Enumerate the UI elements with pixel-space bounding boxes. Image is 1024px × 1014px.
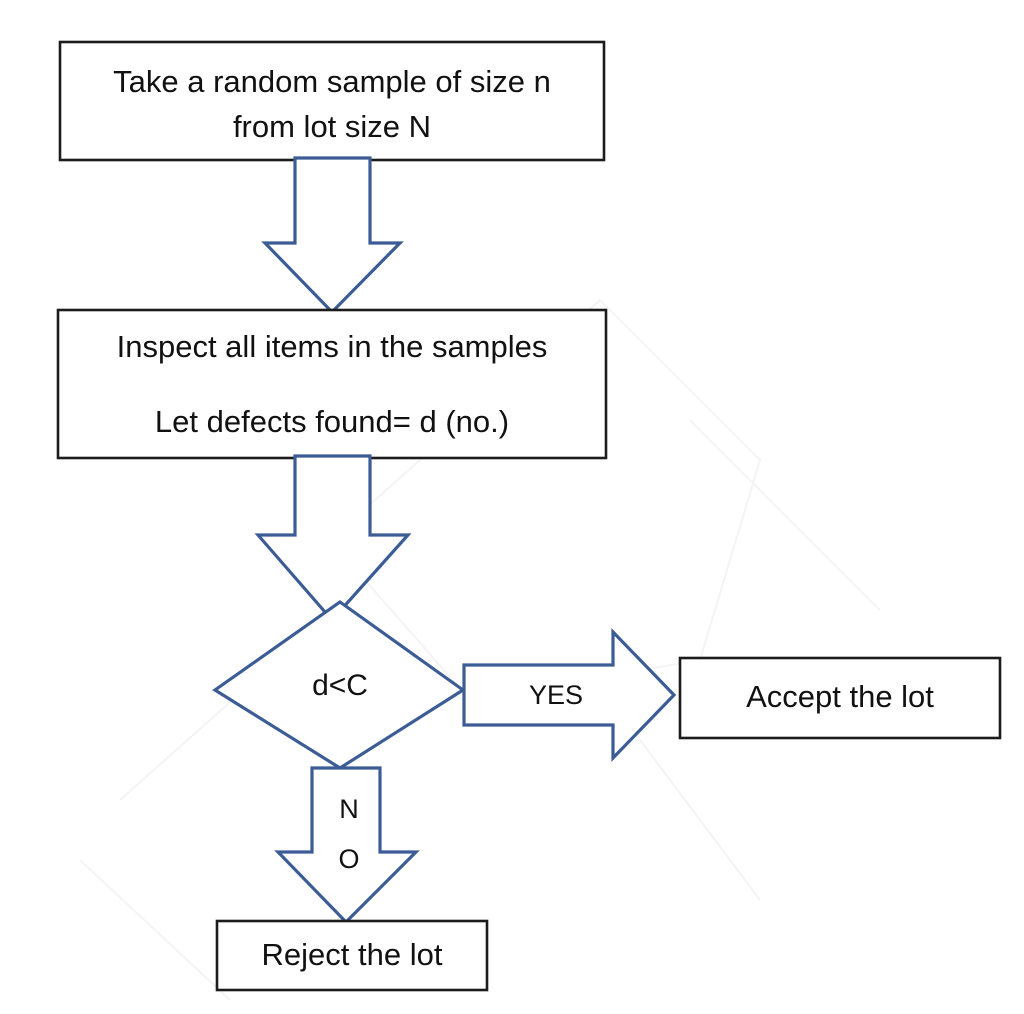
edge-decision-no[interactable]: N O	[274, 766, 420, 925]
take-sample-line-1: Take a random sample of size n	[113, 64, 551, 99]
accept-the-lot-label: Accept the lot	[746, 679, 934, 714]
node-take-sample[interactable]: Take a random sample of size n from lot …	[58, 40, 606, 162]
node-decision-d-lt-c[interactable]: d<C	[212, 600, 466, 770]
reject-the-lot-label: Reject the lot	[262, 937, 443, 972]
edge-label-no-line-2: O	[338, 844, 359, 874]
reject-the-lot-box	[215, 919, 489, 992]
right-arrow-icon	[462, 628, 677, 762]
node-reject-the-lot[interactable]: Reject the lot	[215, 919, 489, 992]
down-arrow-icon	[274, 766, 420, 925]
edge-inspect-to-decision[interactable]	[254, 454, 412, 623]
take-sample-box	[58, 40, 606, 162]
edge-sample-to-inspect[interactable]	[261, 156, 404, 315]
node-inspect-items[interactable]: Inspect all items in the samples Let def…	[56, 308, 608, 460]
down-arrow-icon	[254, 454, 412, 623]
inspect-items-line-1: Inspect all items in the samples	[117, 329, 548, 364]
edge-decision-yes[interactable]: YES	[462, 628, 677, 762]
edge-label-no-line-1: N	[339, 794, 359, 824]
edge-label-yes: YES	[529, 680, 583, 710]
take-sample-line-2: from lot size N	[233, 109, 431, 144]
node-accept-the-lot[interactable]: Accept the lot	[678, 656, 1002, 740]
down-arrow-icon	[261, 156, 404, 315]
inspect-items-line-2: Let defects found= d (no.)	[155, 404, 509, 439]
decision-label: d<C	[312, 669, 368, 702]
accept-the-lot-box	[678, 656, 1002, 740]
